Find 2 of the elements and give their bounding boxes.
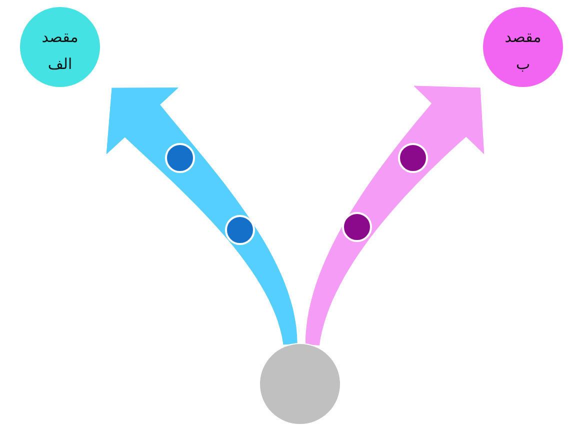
destination-circle: مقصد الف bbox=[20, 7, 100, 87]
destination-circle: مقصد ب bbox=[483, 7, 563, 87]
